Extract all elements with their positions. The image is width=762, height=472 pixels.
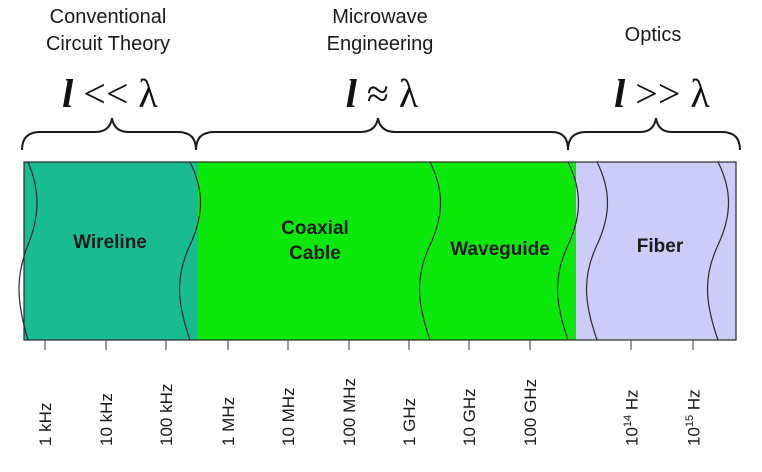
- band-label-coaxial-line1: Coaxial: [281, 218, 349, 239]
- wavy-boundary-coax-waveguide: [418, 161, 442, 341]
- band-label-fiber: Fiber: [636, 236, 684, 257]
- wavy-boundary-microwave-right: [556, 161, 580, 341]
- band-label-waveguide: Waveguide: [450, 239, 550, 260]
- length-symbol: l: [614, 71, 626, 116]
- band-label-coaxial-line2: Cable: [289, 243, 341, 264]
- header-microwave-engineering: Microwave Engineering: [280, 4, 480, 58]
- header-microwave-line2: Engineering: [326, 33, 434, 55]
- tick-label-1-ghz: 1 GHz: [400, 397, 419, 446]
- tick-label-1e14-hz: 1014 Hz: [622, 389, 642, 446]
- wavelength-symbol: λ: [690, 71, 710, 116]
- brace-optics: [567, 117, 741, 151]
- tick-label-10-ghz: 10 GHz: [460, 388, 479, 446]
- tick-label-1e15-hz: 1015 Hz: [684, 389, 704, 446]
- relation-operator: >>: [635, 71, 681, 116]
- relation-conventional: l << λ: [20, 74, 200, 114]
- relation-optics: l >> λ: [572, 74, 752, 114]
- header-conventional-line1: Conventional: [49, 6, 167, 28]
- wavy-boundaries: [18, 161, 730, 341]
- tick-label-1-khz: 1 kHz: [36, 402, 55, 446]
- wavy-boundary-fiber-right: [706, 161, 730, 341]
- wavy-boundary-wireline-right: [178, 161, 202, 341]
- tick-label-100-khz: 100 kHz: [157, 383, 176, 446]
- relation-operator: ≈: [366, 71, 389, 116]
- tick-label-10-mhz: 10 MHz: [279, 387, 298, 446]
- tick-label-10-khz: 10 kHz: [97, 393, 116, 446]
- wavelength-symbol: λ: [398, 71, 419, 116]
- length-symbol: l: [345, 71, 357, 116]
- band-wireline: [24, 162, 198, 340]
- tick-label-100-ghz: 100 GHz: [521, 378, 540, 446]
- band-label-coaxial-cable: Coaxial Cable: [240, 216, 390, 266]
- brace-conventional: [21, 117, 197, 151]
- wavy-boundary-wireline-left: [18, 161, 38, 341]
- spectrum-outline: [23, 161, 737, 341]
- header-microwave-line1: Microwave: [332, 6, 428, 28]
- length-symbol: l: [62, 71, 74, 116]
- header-optics: Optics: [598, 22, 708, 49]
- wavy-boundary-fiber-left: [585, 161, 609, 341]
- brace-microwave: [195, 117, 569, 151]
- tick-marks: [44, 340, 694, 350]
- band-label-wireline: Wireline: [73, 232, 147, 253]
- wavelength-symbol: λ: [138, 71, 158, 116]
- header-conventional-circuit-theory: Conventional Circuit Theory: [8, 4, 208, 58]
- relation-microwave: l ≈ λ: [292, 74, 472, 114]
- tick-label-1-mhz: 1 MHz: [219, 396, 238, 446]
- header-optics-line1: Optics: [624, 24, 682, 46]
- header-conventional-line2: Circuit Theory: [45, 33, 171, 55]
- relation-operator: <<: [83, 71, 129, 116]
- tick-label-100-mhz: 100 MHz: [340, 377, 359, 446]
- band-microwave: [198, 162, 576, 340]
